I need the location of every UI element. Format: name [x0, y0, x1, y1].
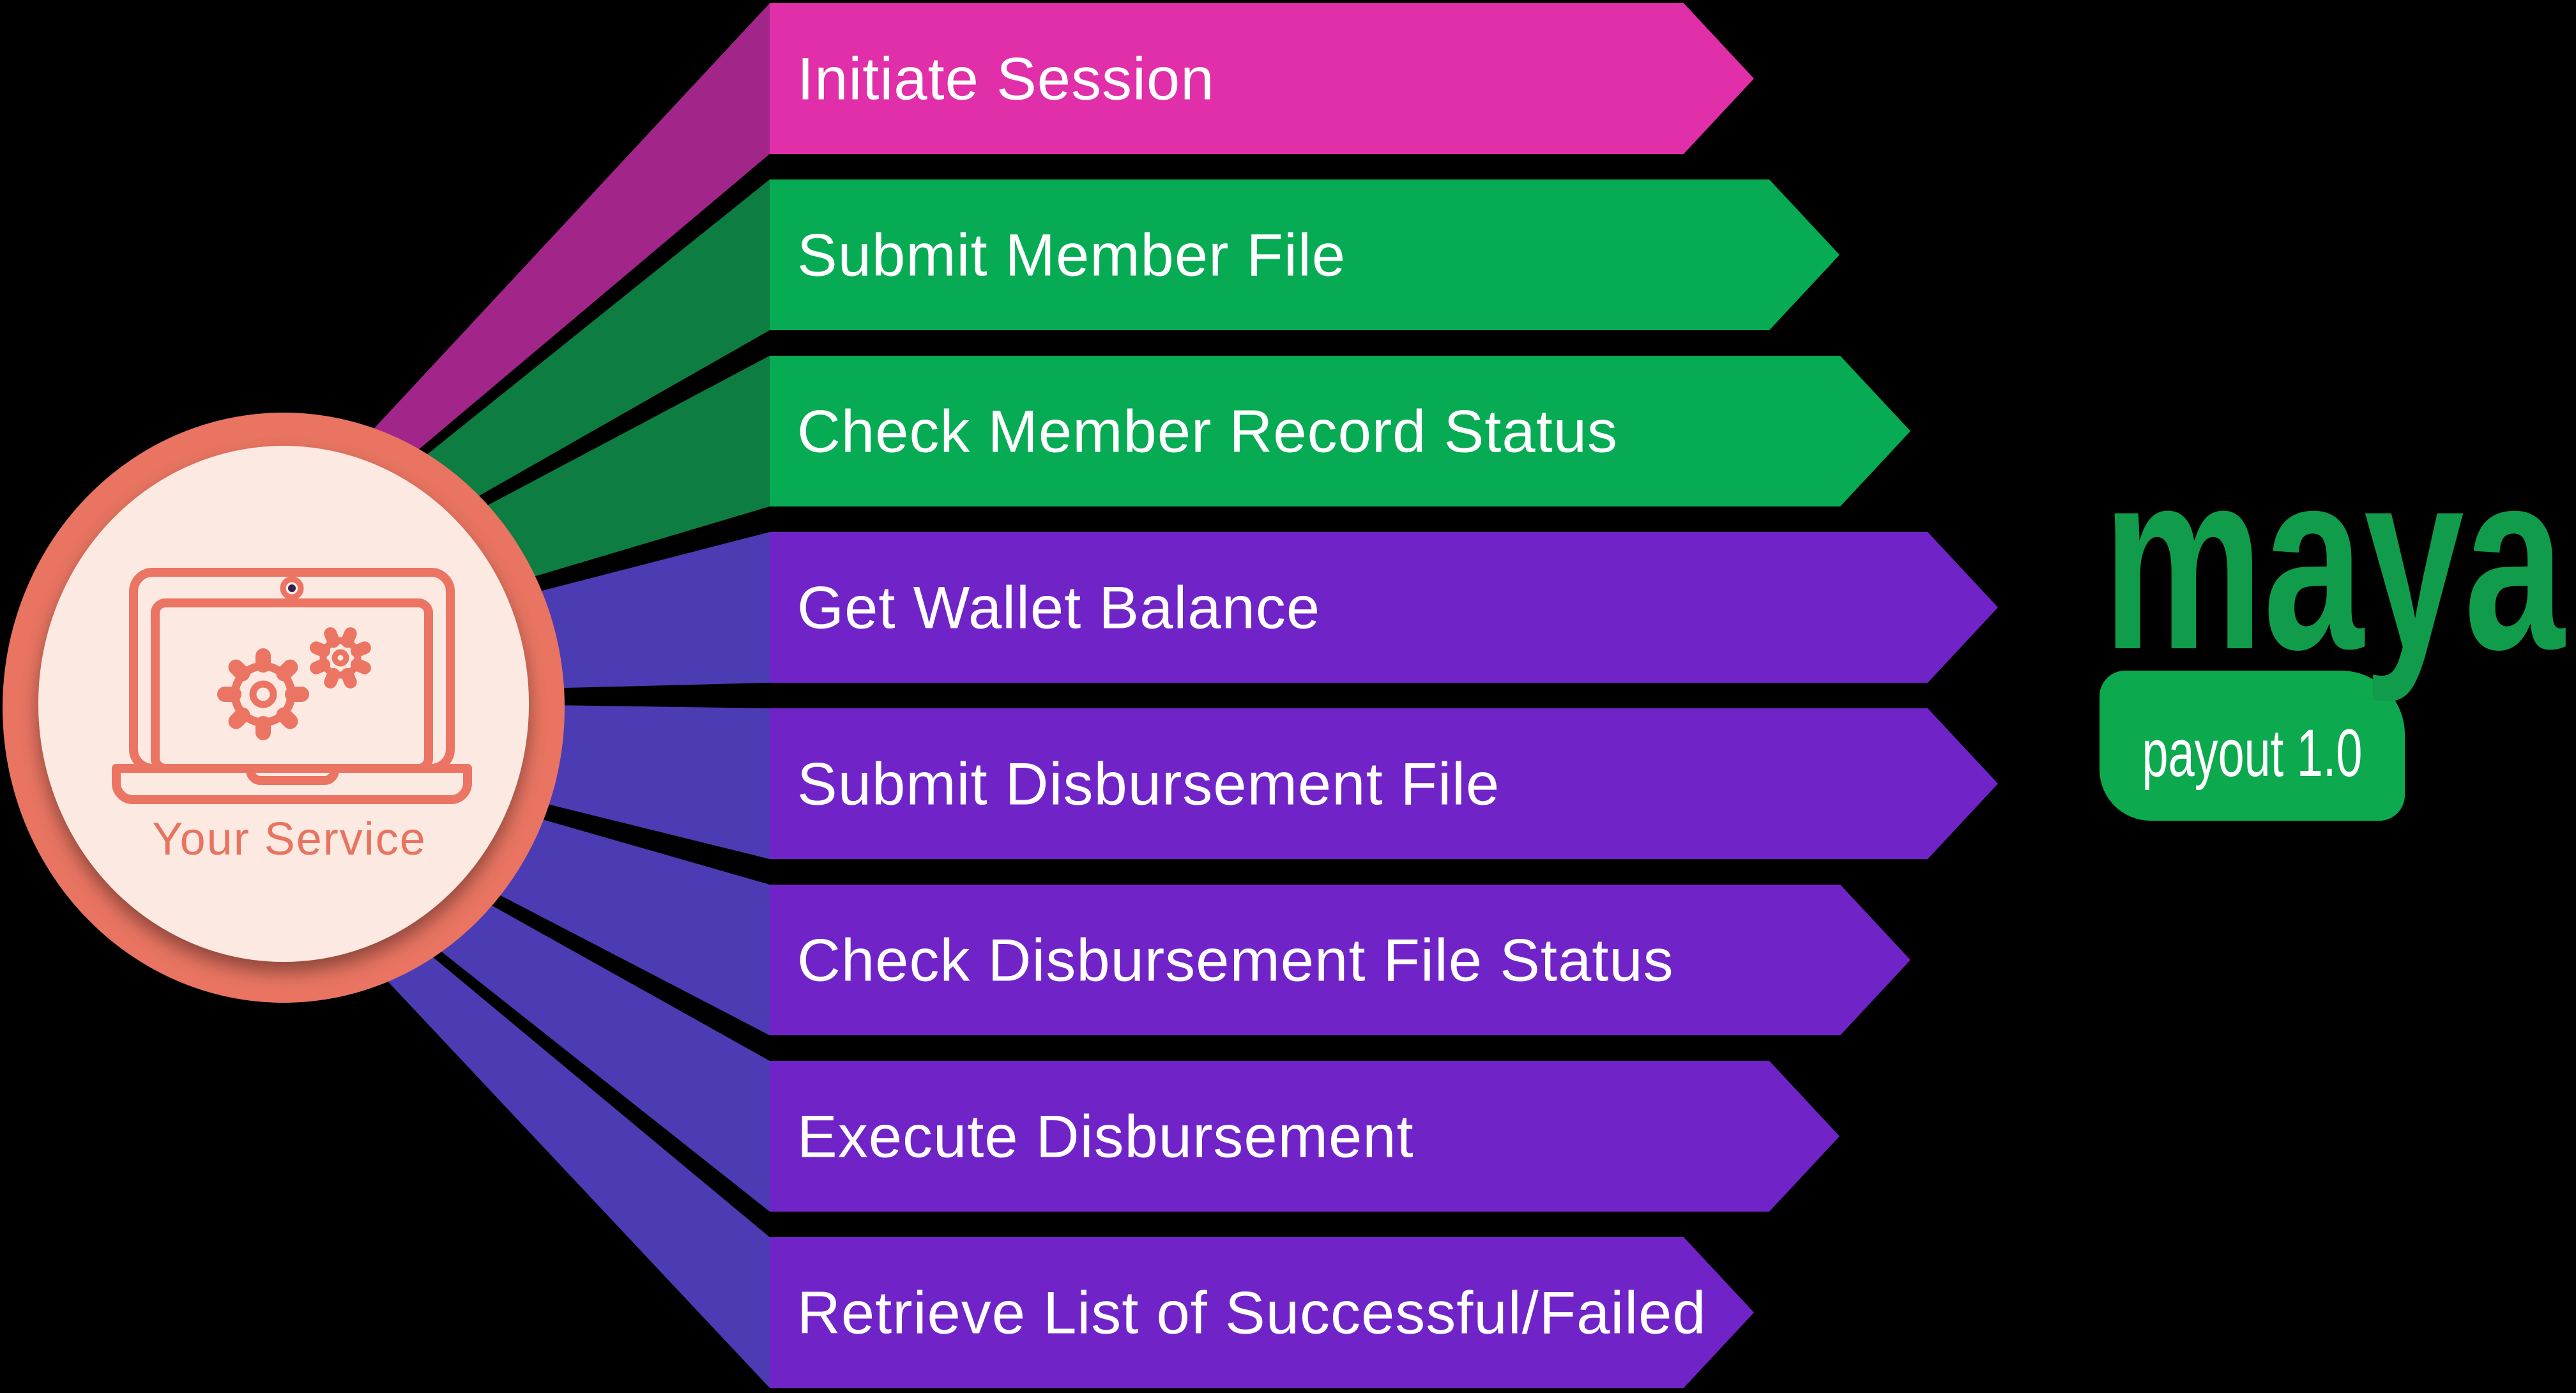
banner-submit-member-file: Submit Member File — [770, 179, 1840, 330]
gear-large-icon — [217, 648, 309, 740]
banner-initiate-session: Initiate Session — [770, 3, 1754, 154]
banner-shape — [770, 1061, 1840, 1212]
laptop-gears-icon — [112, 568, 472, 804]
banner-shape — [770, 356, 1910, 506]
webcam-dot — [288, 584, 296, 592]
banner-shape — [770, 885, 1910, 1035]
banner-label: Check Disbursement File Status — [797, 927, 1674, 994]
service-label: Your Service — [152, 814, 427, 865]
gear-small-icon — [310, 627, 371, 689]
banner-shape — [770, 1237, 1754, 1388]
banner-retrieve-list-successful-failed: Retrieve List of Successful/Failed — [770, 1237, 1754, 1388]
connector-initiate-session — [284, 3, 770, 563]
banner-shape — [770, 708, 1998, 859]
banner-shape — [770, 3, 1754, 154]
service-circle: Your Service — [3, 413, 565, 1003]
banner-shape — [770, 532, 1998, 683]
banner-execute-disbursement: Execute Disbursement — [770, 1061, 1840, 1212]
payout-badge — [2100, 671, 2405, 821]
payout-badge-label: payout 1.0 — [2142, 716, 2363, 791]
banner-check-disbursement-file-status: Check Disbursement File Status — [770, 885, 1910, 1035]
banner-label: Get Wallet Balance — [797, 574, 1320, 641]
maya-wordmark: maya — [2103, 417, 2566, 704]
maya-logo: maya payout 1.0 — [2100, 417, 2566, 821]
webcam-icon — [280, 576, 304, 600]
laptop-base — [112, 764, 472, 804]
banner-get-wallet-balance: Get Wallet Balance — [770, 532, 1998, 683]
circle-face — [38, 446, 529, 962]
banner-label: Execute Disbursement — [797, 1103, 1414, 1170]
laptop-base-notch — [246, 764, 339, 785]
step-banners: Initiate Session Submit Member File Chec… — [770, 3, 1998, 1388]
banner-label: Check Member Record Status — [797, 398, 1618, 465]
banner-submit-disbursement-file: Submit Disbursement File — [770, 708, 1998, 859]
banner-label: Submit Disbursement File — [797, 750, 1500, 818]
banner-shape — [770, 179, 1840, 330]
banner-label: Submit Member File — [797, 222, 1346, 289]
banner-label: Retrieve List of Successful/Failed — [797, 1279, 1707, 1346]
banner-label: Initiate Session — [797, 45, 1214, 112]
banner-check-member-record-status: Check Member Record Status — [770, 356, 1910, 506]
